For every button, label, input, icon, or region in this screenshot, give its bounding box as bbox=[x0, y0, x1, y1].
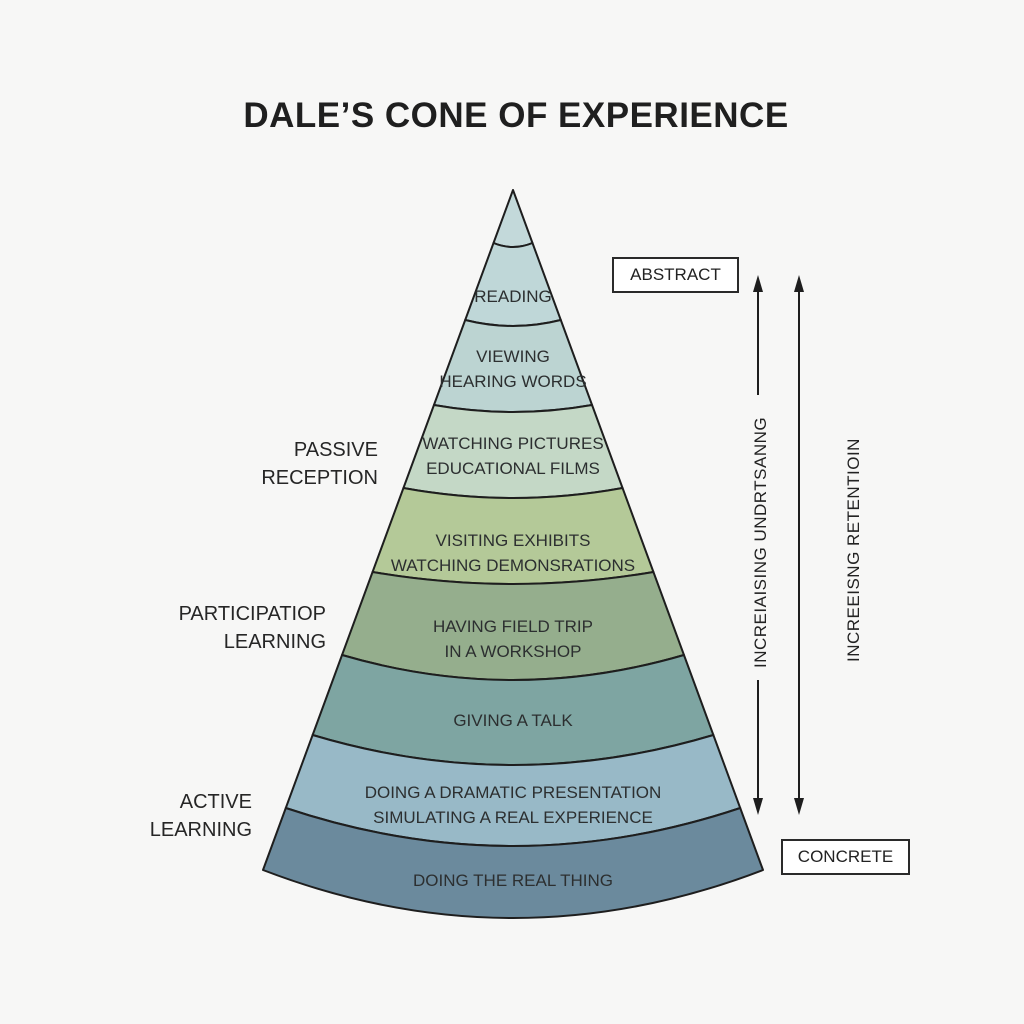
retention-arrow-down-head bbox=[794, 798, 804, 815]
understanding-arrow-down-head bbox=[753, 798, 763, 815]
layer-label-4: VISITING EXHIBITS WATCHING DEMONSRATIONS bbox=[391, 528, 635, 578]
diagram-title: DALE’S CONE OF EXPERIENCE bbox=[243, 96, 789, 135]
participation-label-line-2: LEARNING bbox=[223, 631, 326, 653]
active-label-line-2: LEARNING bbox=[149, 819, 252, 841]
retention-arrow-up-head bbox=[794, 275, 804, 292]
passive-label-line-1: PASSIVE bbox=[293, 439, 378, 461]
increasing-retention-label: INCREEISNG RETENTIOIN bbox=[844, 438, 863, 662]
layer-label-7: DOING A DRAMATIC PRESENTATION SIMULATING … bbox=[365, 780, 662, 830]
abstract-box: ABSTRACT bbox=[612, 257, 739, 293]
participation-label-line-1: PARTICIPATIOP bbox=[178, 603, 326, 625]
concrete-box: CONCRETE bbox=[781, 839, 910, 875]
layer-label-3-line-0: WATCHING PICTURES bbox=[422, 434, 604, 453]
understanding-arrow-up-head bbox=[753, 275, 763, 292]
passive-reception-label: PASSIVE RECEPTION bbox=[261, 436, 378, 492]
active-label-line-1: ACTIVE bbox=[179, 791, 252, 813]
participation-learning-label: PARTICIPATIOP LEARNING bbox=[179, 600, 326, 656]
layer-label-4-line-1: WATCHING DEMONSRATIONS bbox=[390, 556, 636, 575]
layer-label-8: DOING THE REAL THING bbox=[413, 868, 613, 893]
layer-label-6: GIVING A TALK bbox=[453, 708, 572, 733]
layer-label-4-line-0: VISITING EXHIBITS bbox=[435, 531, 591, 550]
layer-label-5-line-1: IN A WORKSHOP bbox=[444, 642, 582, 661]
active-learning-label: ACTIVE LEARNING bbox=[150, 788, 252, 844]
layer-label-3: WATCHING PICTURES EDUCATIONAL FILMS bbox=[422, 431, 603, 481]
layer-label-2-line-0: VIEWING bbox=[476, 347, 550, 366]
layer-label-8-line-0: DOING THE REAL THING bbox=[413, 871, 613, 890]
cone-layer-8 bbox=[262, 807, 764, 919]
cone-layer-0 bbox=[492, 189, 534, 248]
arrows bbox=[753, 275, 804, 815]
layer-label-7-line-1: SIMULATING A REAL EXPERIENCE bbox=[373, 808, 653, 827]
layer-label-6-line-0: GIVING A TALK bbox=[453, 711, 573, 730]
layer-label-2-line-1: HEARING WORDS bbox=[439, 372, 587, 391]
cone-layers bbox=[262, 189, 764, 919]
layer-label-5-line-0: HAVING FIELD TRIP bbox=[433, 617, 593, 636]
layer-label-2: VIEWING HEARING WORDS bbox=[439, 344, 586, 394]
layer-label-5: HAVING FIELD TRIP IN A WORKSHOP bbox=[433, 614, 593, 664]
layer-label-3-line-1: EDUCATIONAL FILMS bbox=[426, 459, 600, 478]
layer-label-7-line-0: DOING A DRAMATIC PRESENTATION bbox=[364, 783, 662, 802]
increasing-understanding-label: INCREIAISING UNDRTSANNG bbox=[751, 416, 770, 668]
layer-label-1: READING bbox=[474, 284, 551, 309]
layer-label-1-line-0: READING bbox=[474, 287, 552, 306]
passive-label-line-2: RECEPTION bbox=[261, 467, 378, 489]
